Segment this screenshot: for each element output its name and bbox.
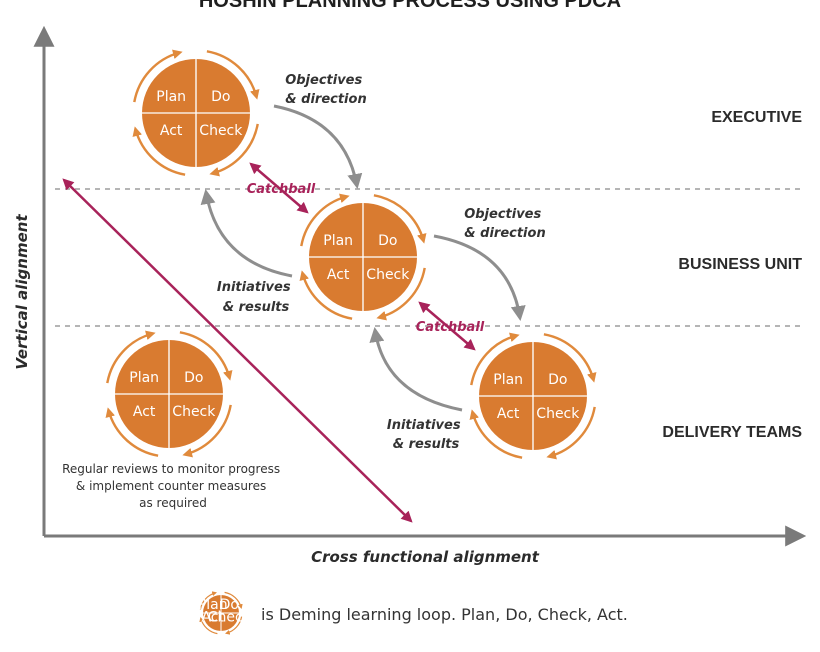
- level-executive: EXECUTIVE: [711, 109, 802, 126]
- cycle-ring-arrow: [133, 49, 183, 103]
- cycle-label-do: Do: [378, 233, 397, 249]
- cycle-ring-arrow: [546, 406, 596, 460]
- cycle-label-check: Check: [366, 267, 410, 283]
- cycle-label-act: Act: [133, 404, 156, 420]
- cycle-ring-arrow: [470, 332, 520, 386]
- initiatives-label-2: Initiatives & results: [387, 418, 465, 452]
- cycle-label-plan: Plan: [198, 597, 228, 613]
- y-axis-label: Vertical alignment: [13, 214, 31, 370]
- initiatives-label-1: Initiatives & results: [217, 280, 295, 315]
- cycle-label-act: Act: [497, 406, 520, 422]
- cycle-ring-arrow: [224, 591, 243, 609]
- cycle-label-plan: Plan: [129, 370, 159, 386]
- objectives-arrow-2: [433, 234, 526, 321]
- cycle-ring-arrow: [373, 194, 427, 244]
- catchball-arrow-2: [418, 301, 476, 351]
- cycle-label-plan: Plan: [323, 233, 353, 249]
- cycle-ring-arrow: [206, 50, 260, 100]
- diagram-title: HOSHIN PLANNING PROCESS USING PDCA: [199, 0, 621, 12]
- cycle-ring-arrow: [376, 267, 426, 321]
- cycle-ring-arrow: [199, 591, 217, 610]
- legend-text: is Deming learning loop. Plan, Do, Check…: [261, 605, 628, 624]
- cycle-label-plan: Plan: [156, 89, 186, 105]
- catchball-label-1: Catchball: [247, 182, 316, 197]
- cycle-ring-arrow: [225, 616, 243, 635]
- initiatives-arrow-2: [369, 327, 463, 412]
- objectives-label-1: Objectives & direction: [285, 73, 367, 107]
- level-business-unit: BUSINESS UNIT: [678, 256, 802, 273]
- cycle-label-do: Do: [220, 597, 239, 613]
- cycle-label-do: Do: [548, 372, 567, 388]
- cycle-ring-arrow: [179, 331, 233, 381]
- cycle-ring-arrow: [543, 333, 597, 383]
- catchball-arrow-1: [249, 162, 309, 214]
- level-delivery-teams: DELIVERY TEAMS: [662, 424, 802, 441]
- catchball-label-2: Catchball: [416, 320, 485, 335]
- cycle-ring-arrow: [106, 330, 156, 384]
- cycle-label-plan: Plan: [493, 372, 523, 388]
- initiatives-arrow-1: [200, 189, 293, 278]
- cycle-ring-arrow: [182, 404, 232, 458]
- objectives-arrow-1: [273, 104, 363, 189]
- cycle-label-act: Act: [160, 123, 183, 139]
- review-note: Regular reviews to monitor progress & im…: [62, 462, 284, 510]
- objectives-label-2: Objectives & direction: [464, 207, 546, 241]
- x-axis-label: Cross functional alignment: [311, 548, 540, 566]
- cycle-ring-arrow: [132, 126, 186, 176]
- diagonal-alignment-arrow: [62, 178, 413, 523]
- cycle-label-check: Check: [199, 123, 243, 139]
- cycle-ring-arrow: [469, 409, 523, 459]
- cycle-ring-arrow: [209, 123, 259, 177]
- cycle-label-do: Do: [211, 89, 230, 105]
- cycle-ring-arrow: [300, 193, 350, 247]
- cycle-label-act: Act: [201, 609, 224, 625]
- cycle-label-act: Act: [327, 267, 350, 283]
- cycle-label-check: Check: [208, 609, 252, 625]
- cycle-label-check: Check: [172, 404, 216, 420]
- cycle-label-do: Do: [184, 370, 203, 386]
- cycle-ring-arrow: [199, 617, 218, 635]
- cycle-ring-arrow: [299, 270, 353, 320]
- cycle-label-check: Check: [536, 406, 580, 422]
- cycle-ring-arrow: [105, 407, 159, 457]
